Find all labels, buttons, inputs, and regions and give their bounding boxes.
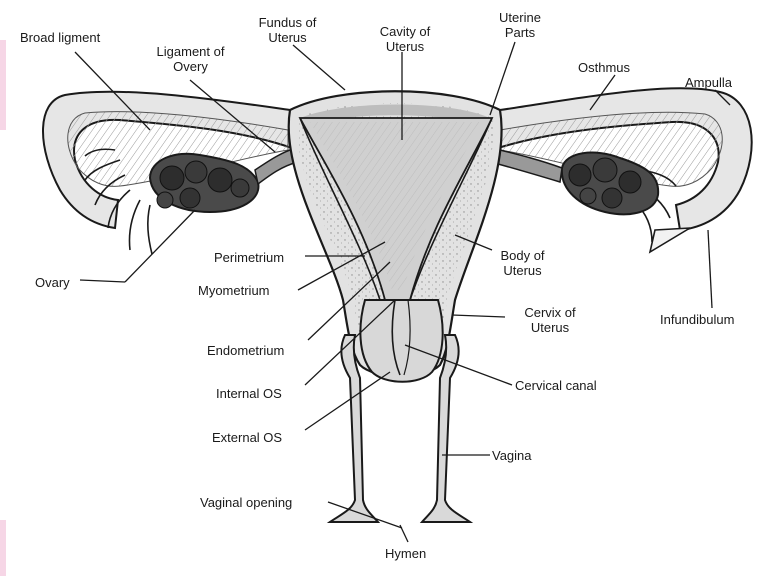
label-line: Parts — [480, 25, 560, 40]
label-ligament-of-overy: Ligament of Overy — [138, 44, 243, 74]
label-line: Uterus — [485, 263, 560, 278]
label-line: Cervix of — [505, 305, 595, 320]
label-myometrium: Myometrium — [198, 283, 270, 298]
label-line: Uterus — [240, 30, 335, 45]
label-uterine-parts: Uterine Parts — [480, 10, 560, 40]
label-ovary: Ovary — [35, 275, 70, 290]
label-osthmus: Osthmus — [578, 60, 630, 75]
label-internal-os: Internal OS — [216, 386, 282, 401]
label-vagina: Vagina — [492, 448, 532, 463]
label-vaginal-opening: Vaginal opening — [200, 495, 292, 510]
label-cervical-canal: Cervical canal — [515, 378, 597, 393]
cervix — [360, 300, 442, 382]
label-cavity-of-uterus: Cavity of Uterus — [360, 24, 450, 54]
label-line: Cavity of — [360, 24, 450, 39]
label-line: Uterus — [360, 39, 450, 54]
label-endometrium: Endometrium — [207, 343, 284, 358]
label-line: Ligament of — [138, 44, 243, 59]
left-ovary — [150, 154, 258, 212]
label-infundibulum: Infundibulum — [660, 312, 734, 327]
label-body-of-uterus: Body of Uterus — [485, 248, 560, 278]
label-perimetrium: Perimetrium — [214, 250, 284, 265]
label-ampulla: Ampulla — [685, 75, 732, 90]
label-hymen: Hymen — [385, 546, 426, 561]
label-line: Uterus — [505, 320, 595, 335]
label-line: Body of — [485, 248, 560, 263]
label-line: Fundus of — [240, 15, 335, 30]
label-fundus-of-uterus: Fundus of Uterus — [240, 15, 335, 45]
label-line: Overy — [138, 59, 243, 74]
label-broad-ligment: Broad ligment — [20, 30, 100, 45]
label-line: Uterine — [480, 10, 560, 25]
label-cervix-of-uterus: Cervix of Uterus — [505, 305, 595, 335]
label-external-os: External OS — [212, 430, 282, 445]
